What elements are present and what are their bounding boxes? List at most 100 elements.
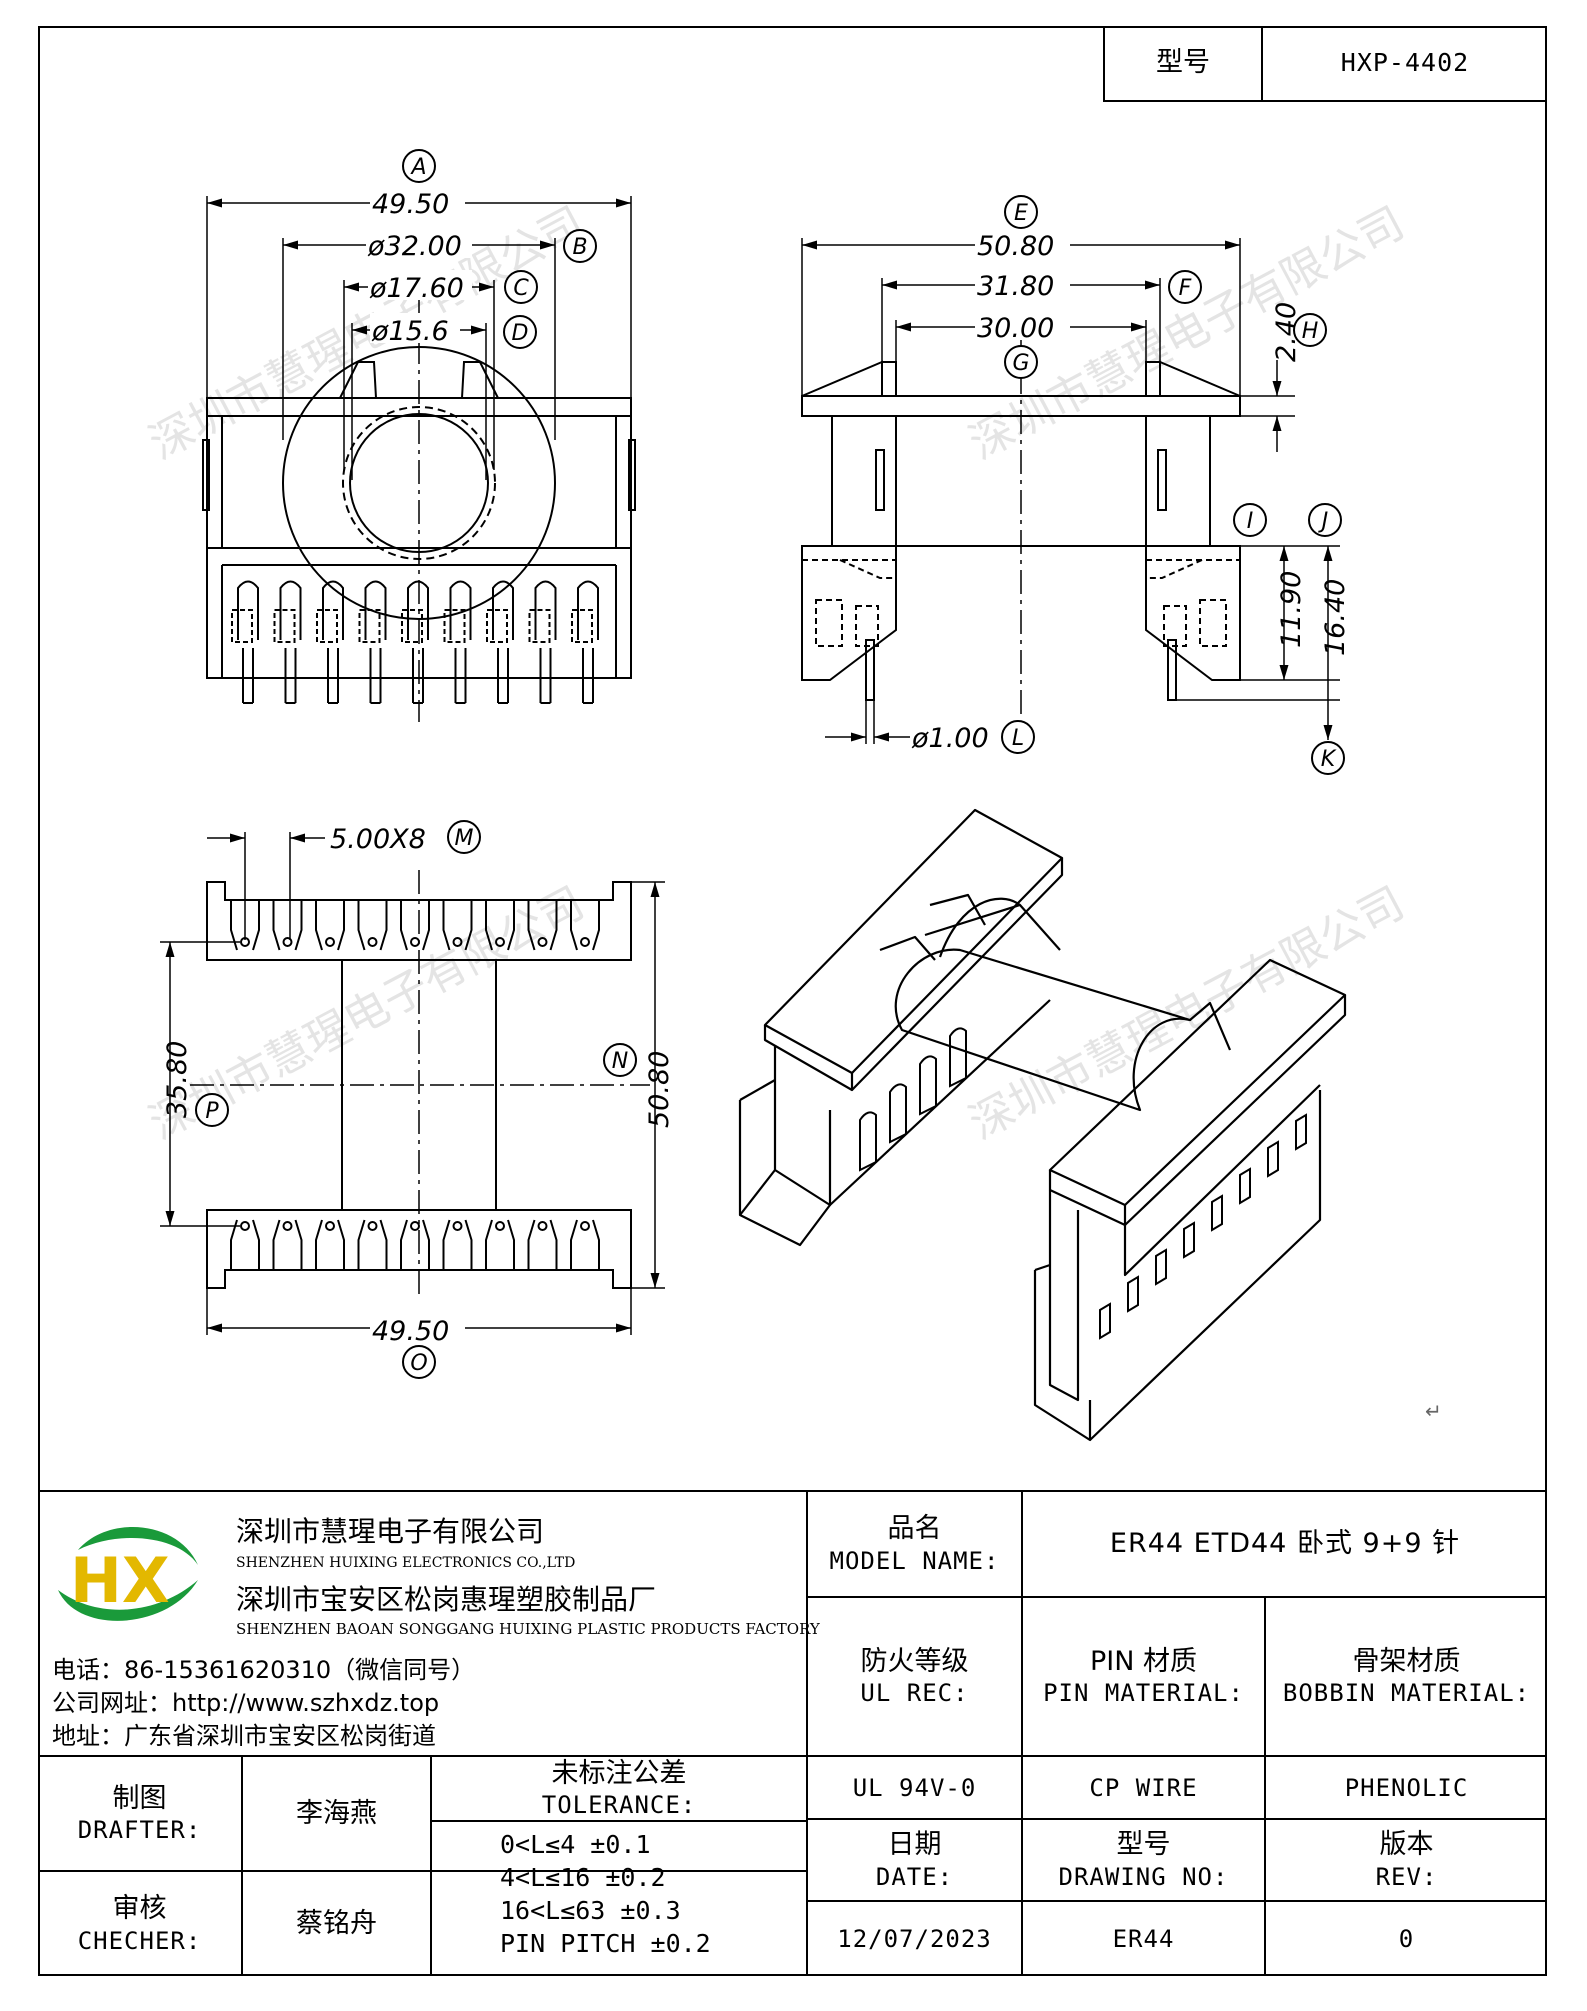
pin-material-value: CP WIRE: [1089, 1773, 1198, 1802]
svg-text:A: A: [409, 155, 426, 180]
iso-pin: [1099, 1302, 1111, 1340]
bottom-pin-top: [527, 900, 558, 951]
svg-text:ø1.00: ø1.00: [911, 723, 989, 754]
ref-letter-n: N: [603, 1043, 637, 1077]
ref-letter-p: P: [195, 1093, 229, 1127]
bobbin-material-value: PHENOLIC: [1344, 1773, 1469, 1802]
svg-text:G: G: [1012, 351, 1029, 376]
iso-pin: [1127, 1275, 1139, 1313]
ref-letter-l: L: [1001, 720, 1035, 754]
svg-text:I: I: [1247, 509, 1254, 534]
svg-text:J: J: [1318, 509, 1329, 534]
svg-text:11.90: 11.90: [1276, 571, 1307, 648]
svg-text:49.50: 49.50: [372, 189, 449, 220]
front-pin: [443, 580, 472, 704]
bottom-dim-text: 5.00X8 50.80 35.80 49.50: [162, 824, 675, 1347]
front-pin: [273, 580, 302, 704]
company-phone: 电话：86-15361620310（微信同号）: [52, 1656, 476, 1684]
pin-material-label: PIN 材质 PIN MATERIAL:: [1043, 1645, 1244, 1708]
title-block: HX 深圳市慧瑆电子有限公司 SHENZHEN HUIXING ELECTRON…: [38, 1490, 1547, 1976]
svg-text:E: E: [1014, 201, 1028, 226]
rev-value: 0: [1398, 1925, 1415, 1953]
bottom-pin-bottom: [357, 1219, 388, 1270]
tolerance-label: 未标注公差 TOLERANCE:: [541, 1757, 697, 1820]
svg-text:P: P: [205, 1099, 219, 1124]
ul-rec-label: 防火等级 UL REC:: [860, 1645, 969, 1708]
tolerance-line: PIN PITCH ±0.2: [500, 1929, 711, 1958]
svg-text:35.80: 35.80: [162, 1041, 193, 1118]
front-dim-text: 49.50 ø32.00 ø17.60 ø15.6: [366, 186, 472, 347]
ref-letter-j: J: [1308, 503, 1342, 537]
front-pin: [571, 580, 599, 704]
tolerance-line: 4<L≤16 ±0.2: [500, 1863, 666, 1892]
model-name-value: ER44 ETD44 卧式 9+9 针: [1109, 1528, 1461, 1560]
factory-name-en: SHENZHEN BAOAN SONGGANG HUIXING PLASTIC …: [236, 1620, 820, 1638]
drawing-frame: [38, 26, 1547, 1976]
iso-pin: [919, 1055, 937, 1116]
tolerance-list: 0<L≤4 ±0.1 4<L≤16 ±0.2 16<L≤63 ±0.3 PIN …: [500, 1828, 711, 1960]
bottom-pin-bottom: [272, 1219, 303, 1270]
isometric-pins: [859, 1027, 1307, 1340]
header-model-box: 型号 HXP-4402: [1103, 26, 1547, 102]
svg-text:B: B: [572, 235, 587, 260]
front-pins: [231, 580, 599, 704]
bottom-pin-bottom: [570, 1219, 600, 1270]
front-pin: [316, 580, 344, 704]
svg-text:30.00: 30.00: [977, 313, 1054, 344]
ref-letter-o: O: [402, 1345, 436, 1379]
bottom-pin-bottom: [442, 1219, 473, 1270]
rev-label: 版本 REV:: [1375, 1829, 1438, 1891]
logo-letters: HX: [70, 1544, 170, 1617]
svg-text:16.40: 16.40: [1320, 579, 1351, 656]
ref-letter-b: B: [563, 229, 597, 263]
bottom-pin-bottom: [400, 1219, 430, 1270]
svg-text:50.80: 50.80: [977, 231, 1054, 262]
company-logo: HX: [58, 1527, 198, 1621]
svg-text:H: H: [1302, 319, 1319, 344]
tolerance-line: 16<L≤63 ±0.3: [500, 1896, 681, 1925]
bottom-pin-top: [315, 900, 345, 951]
svg-text:ø15.6: ø15.6: [371, 316, 449, 347]
tolerance-line: 0<L≤4 ±0.1: [500, 1830, 651, 1859]
svg-text:C: C: [513, 276, 529, 301]
ref-letter-h: H: [1293, 313, 1327, 347]
checker-label: 审核 CHECHER:: [77, 1893, 202, 1955]
bottom-pin-top: [272, 900, 303, 951]
iso-pin: [1239, 1167, 1251, 1205]
ref-letter-i: I: [1233, 503, 1267, 537]
company-address: 地址：广东省深圳市宝安区松岗街道: [52, 1722, 436, 1750]
technical-drawing: 深圳市慧瑆电子有限公司 深圳市慧瑆电子有限公司 深圳市慧瑆电子有限公司 深圳市慧…: [141, 149, 1442, 1442]
header-model-label: 型号: [1105, 26, 1263, 100]
ref-letter-c: C: [504, 270, 538, 304]
logo-swoosh-top: [78, 1527, 198, 1565]
front-pin: [486, 580, 514, 704]
logo-swoosh-bottom: [58, 1580, 198, 1621]
drafter-value: 李海燕: [296, 1797, 377, 1829]
svg-text:ø32.00: ø32.00: [367, 231, 462, 262]
iso-pin: [1267, 1140, 1279, 1178]
bottom-pin-top: [570, 900, 600, 951]
ref-letter-k: K: [1311, 741, 1345, 775]
bottom-pin-bottom: [527, 1219, 558, 1270]
svg-text:49.50: 49.50: [372, 1316, 449, 1347]
bottom-view: [206, 881, 632, 1289]
company-name-en: SHENZHEN HUIXING ELECTRONICS CO.,LTD: [236, 1555, 576, 1571]
svg-text:M: M: [455, 826, 474, 851]
iso-pin: [1155, 1248, 1167, 1286]
bottom-pin-top: [400, 900, 430, 951]
reference-letters: A B CD E F G H I J K L M N O P: [195, 149, 1345, 1379]
iso-pin: [859, 1111, 877, 1172]
drawing-no-value: ER44: [1112, 1925, 1175, 1953]
model-name-label: 品名 MODEL NAME:: [829, 1513, 1000, 1575]
ul-rec-value: UL 94V-0: [852, 1773, 977, 1802]
bottom-pin-top: [442, 900, 473, 951]
ref-letter-f: F: [1168, 270, 1202, 304]
iso-pin: [1211, 1194, 1223, 1232]
front-pin: [231, 580, 259, 704]
iso-pin: [889, 1083, 907, 1144]
bottom-pins: [230, 900, 600, 1270]
front-pin: [528, 580, 557, 704]
ref-letter-d: D: [503, 315, 537, 349]
svg-text:ø17.60: ø17.60: [369, 273, 464, 304]
svg-text:L: L: [1012, 726, 1024, 751]
